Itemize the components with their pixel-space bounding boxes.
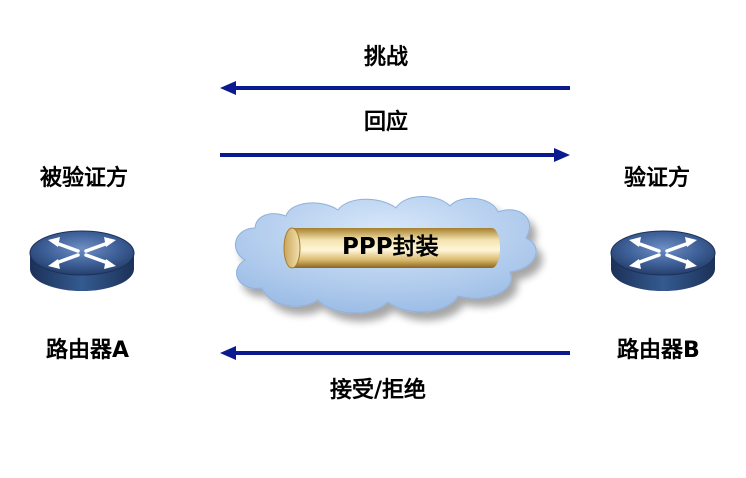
accept-reject-label: 接受/拒绝: [330, 378, 427, 403]
response-arrow: [220, 148, 570, 162]
response-label: 回应: [364, 110, 409, 135]
tunnel-label: PPP封装: [342, 234, 439, 260]
challenge-arrow: [220, 81, 570, 95]
ppp-tunnel: [283, 227, 500, 269]
verifier-label: 验证方: [624, 166, 691, 191]
accept-reject-arrow: [220, 346, 570, 360]
router-b-icon: [610, 230, 716, 291]
router-a-label: 路由器A: [46, 338, 130, 363]
router-a-icon: [29, 230, 135, 291]
router-b-label: 路由器B: [617, 338, 700, 363]
challenge-label: 挑战: [364, 45, 409, 70]
verified-party-label: 被验证方: [40, 166, 129, 191]
